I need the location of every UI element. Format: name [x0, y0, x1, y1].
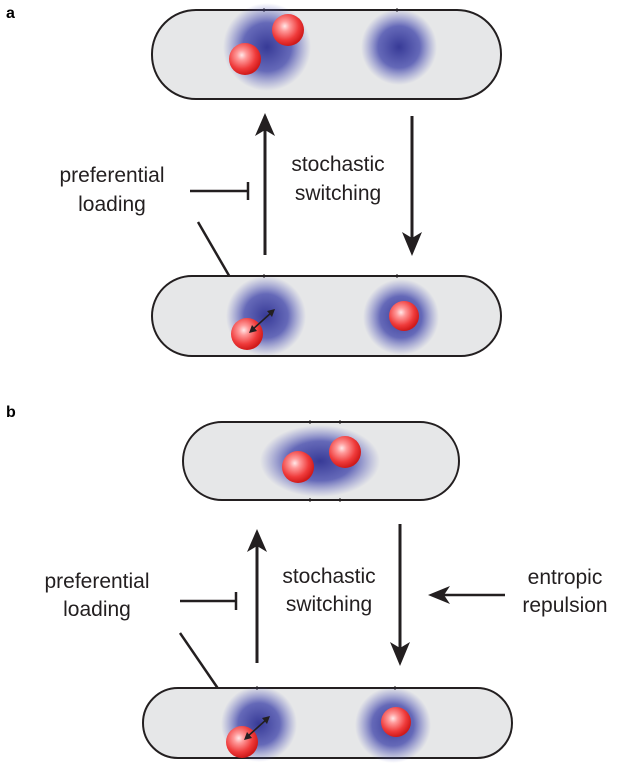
repulsion-arrowhead: [428, 586, 450, 604]
preferential-loading-label-line2: loading: [63, 598, 131, 621]
panel-a-letter: a: [6, 5, 15, 22]
preferential-loading-label-line2: loading: [78, 193, 146, 216]
preferential-loading-label-line1: preferential: [44, 570, 149, 593]
entropic-repulsion-label-line2: repulsion: [522, 594, 607, 617]
preferential-loading-label-line1: preferential: [59, 164, 164, 187]
panel-b-top-cell: [182, 420, 460, 502]
plasmid-sphere: [282, 451, 314, 483]
plasmid-sphere: [229, 43, 261, 75]
double-arrow: [251, 311, 273, 331]
plasmid-sphere: [389, 301, 419, 331]
plasmid-sphere: [231, 318, 263, 350]
stochastic-switching-label-line2: switching: [286, 593, 372, 616]
plasmid-sphere: [272, 14, 304, 46]
down-arrowhead: [402, 232, 422, 256]
nucleoid-cloud: [260, 425, 380, 497]
stochastic-switching-label-line1: stochastic: [291, 153, 384, 176]
stochastic-switching-label-line1: stochastic: [282, 565, 375, 588]
panel-b-bottom-cell: [142, 686, 513, 763]
up-arrowhead: [247, 529, 267, 552]
up-arrowhead: [255, 113, 275, 136]
plasmid-sphere: [381, 707, 411, 737]
plasmid-sphere: [329, 436, 361, 468]
stochastic-switching-label-line2: switching: [295, 182, 381, 205]
entropic-repulsion-label-line1: entropic: [528, 566, 603, 589]
panel-a-top-cell: [151, 3, 502, 100]
panel-a-bottom-cell: [151, 274, 502, 357]
double-arrow: [246, 718, 268, 738]
down-arrowhead: [390, 642, 410, 666]
nucleoid-cloud: [361, 9, 437, 85]
panel-b-letter: b: [6, 404, 16, 421]
